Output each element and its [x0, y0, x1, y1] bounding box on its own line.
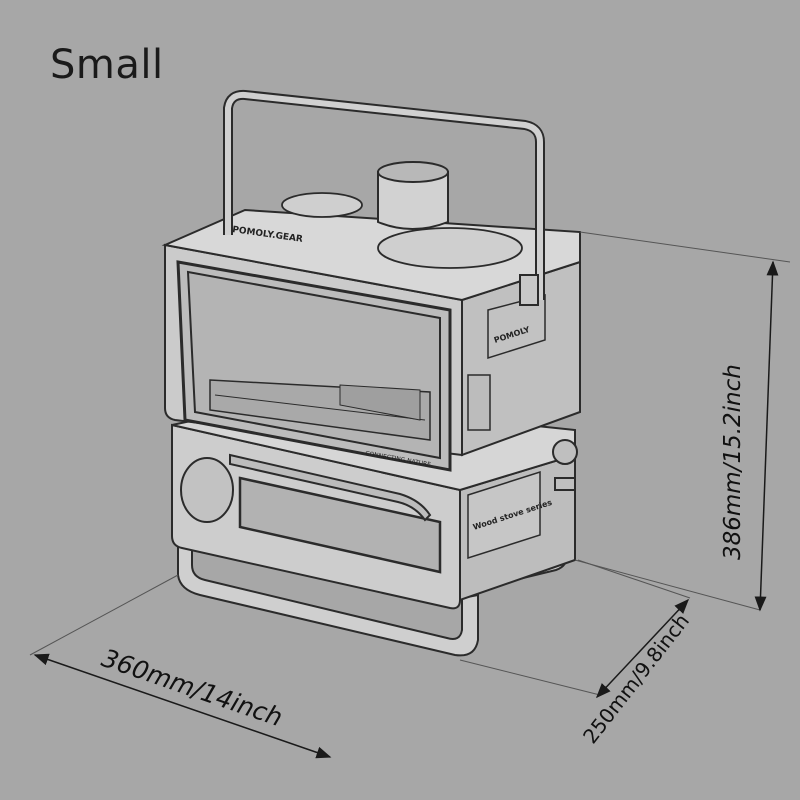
stove-firebox — [161, 192, 581, 560]
dimension-guides — [29, 231, 791, 696]
stove-chimney — [377, 161, 449, 230]
height-dimension-label: 386mm/15.2inch — [720, 364, 746, 560]
depth-arrow — [595, 598, 690, 699]
width-arrow — [33, 653, 332, 759]
width-dimension-label: 360mm/14inch — [98, 643, 286, 732]
dimension-arrows — [33, 260, 779, 759]
depth-dimension-label: 250mm/9.8inch — [578, 609, 694, 748]
size-title: Small — [50, 42, 164, 88]
stove-handle — [223, 89, 545, 306]
height-arrow — [754, 260, 779, 612]
